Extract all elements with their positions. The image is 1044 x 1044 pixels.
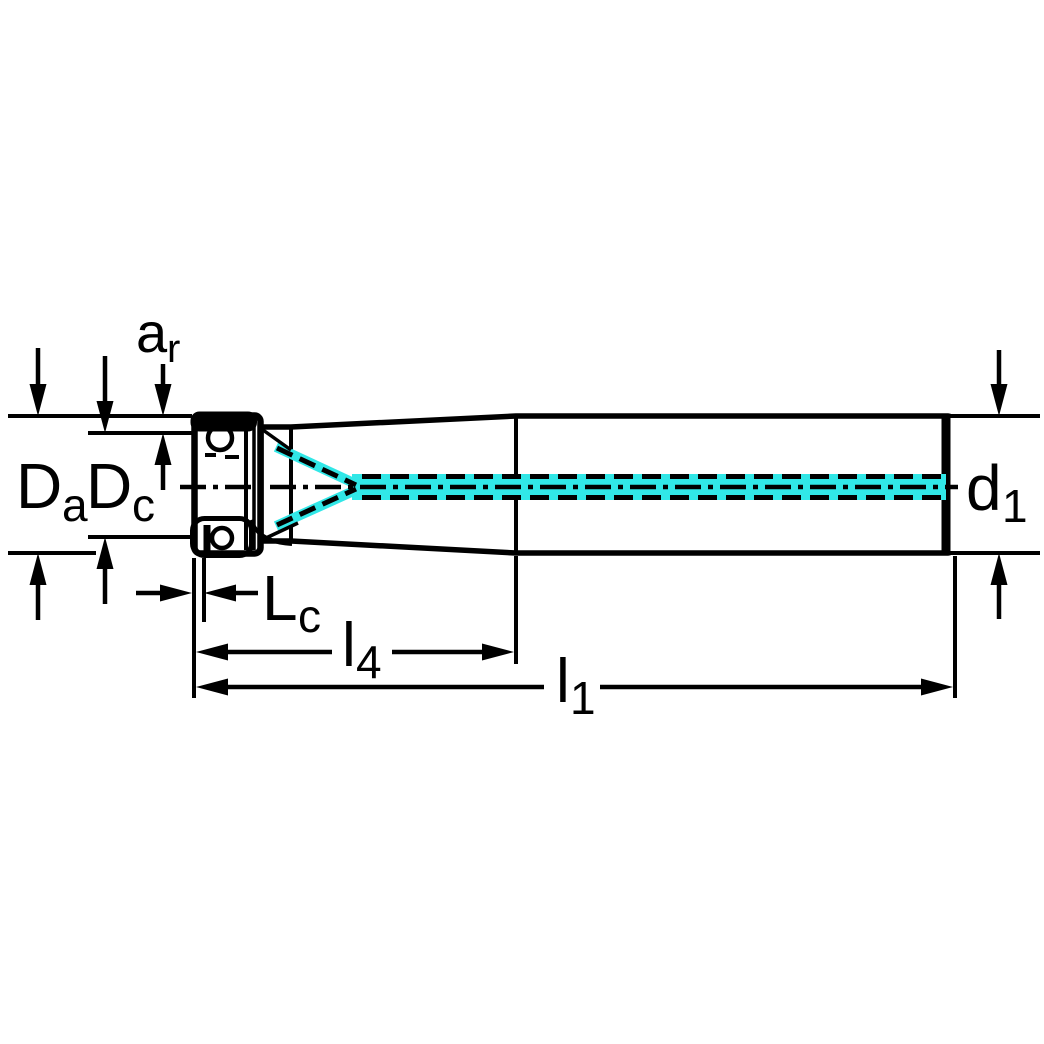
- dim-l1: l 1: [196, 556, 957, 724]
- coolant-v-dash-bottom: [275, 486, 358, 528]
- l1-label: l: [556, 647, 570, 716]
- Da-arrow-bottom: [29, 553, 47, 585]
- insert-edge-mark: [203, 525, 211, 551]
- Dc-label: D: [86, 450, 132, 522]
- ar-label-sub: r: [167, 327, 180, 371]
- Lc-arrow-right: [204, 584, 236, 602]
- insert-body: [190, 516, 254, 558]
- Da-label: D: [16, 450, 62, 522]
- Lc-label: L: [262, 562, 298, 634]
- coolant-v-dash-top: [275, 445, 358, 488]
- head-chamfer-top: [261, 428, 293, 452]
- insert-pocket-curve: [249, 519, 293, 546]
- top-insert-silhouette: [190, 411, 257, 432]
- d1-arrow-bottom: [990, 553, 1008, 585]
- bottom-insert: [190, 516, 254, 558]
- d1-label-sub: 1: [1002, 480, 1028, 532]
- Lc-arrow-left: [160, 584, 192, 602]
- Dc-arrow-bottom: [96, 537, 114, 569]
- head-chamfer-bottom: [265, 521, 299, 540]
- ar-arrow-bottom: [154, 433, 172, 465]
- l1-label-sub: 1: [570, 672, 596, 724]
- insert-screw-head: [205, 423, 235, 453]
- d1-label: d: [966, 452, 1002, 524]
- Lc-label-sub: c: [298, 590, 321, 642]
- Dc-arrow-top: [96, 401, 114, 433]
- d1-arrow-top: [990, 384, 1008, 416]
- ar-arrow-top: [154, 384, 172, 416]
- dim-d1: d 1: [950, 350, 1040, 619]
- ar-label: a: [136, 301, 168, 364]
- Da-arrow-top: [29, 384, 47, 416]
- Dc-label-sub: c: [132, 479, 155, 531]
- dim-ar: a r: [136, 301, 180, 490]
- insert-screw-hole: [209, 525, 235, 551]
- dim-Lc: L c: [136, 558, 321, 698]
- l4-arrow-left: [196, 643, 228, 661]
- l4-arrow-right: [482, 643, 514, 661]
- dim-Dc: D c: [86, 356, 192, 604]
- dim-l4: l 4: [196, 556, 518, 688]
- l4-label-sub: 4: [356, 636, 382, 688]
- Da-label-sub: a: [62, 479, 88, 531]
- l1-arrow-right: [921, 678, 953, 696]
- l1-arrow-left: [196, 678, 228, 696]
- l4-label: l: [342, 611, 356, 680]
- dim-Da: D a: [8, 348, 192, 620]
